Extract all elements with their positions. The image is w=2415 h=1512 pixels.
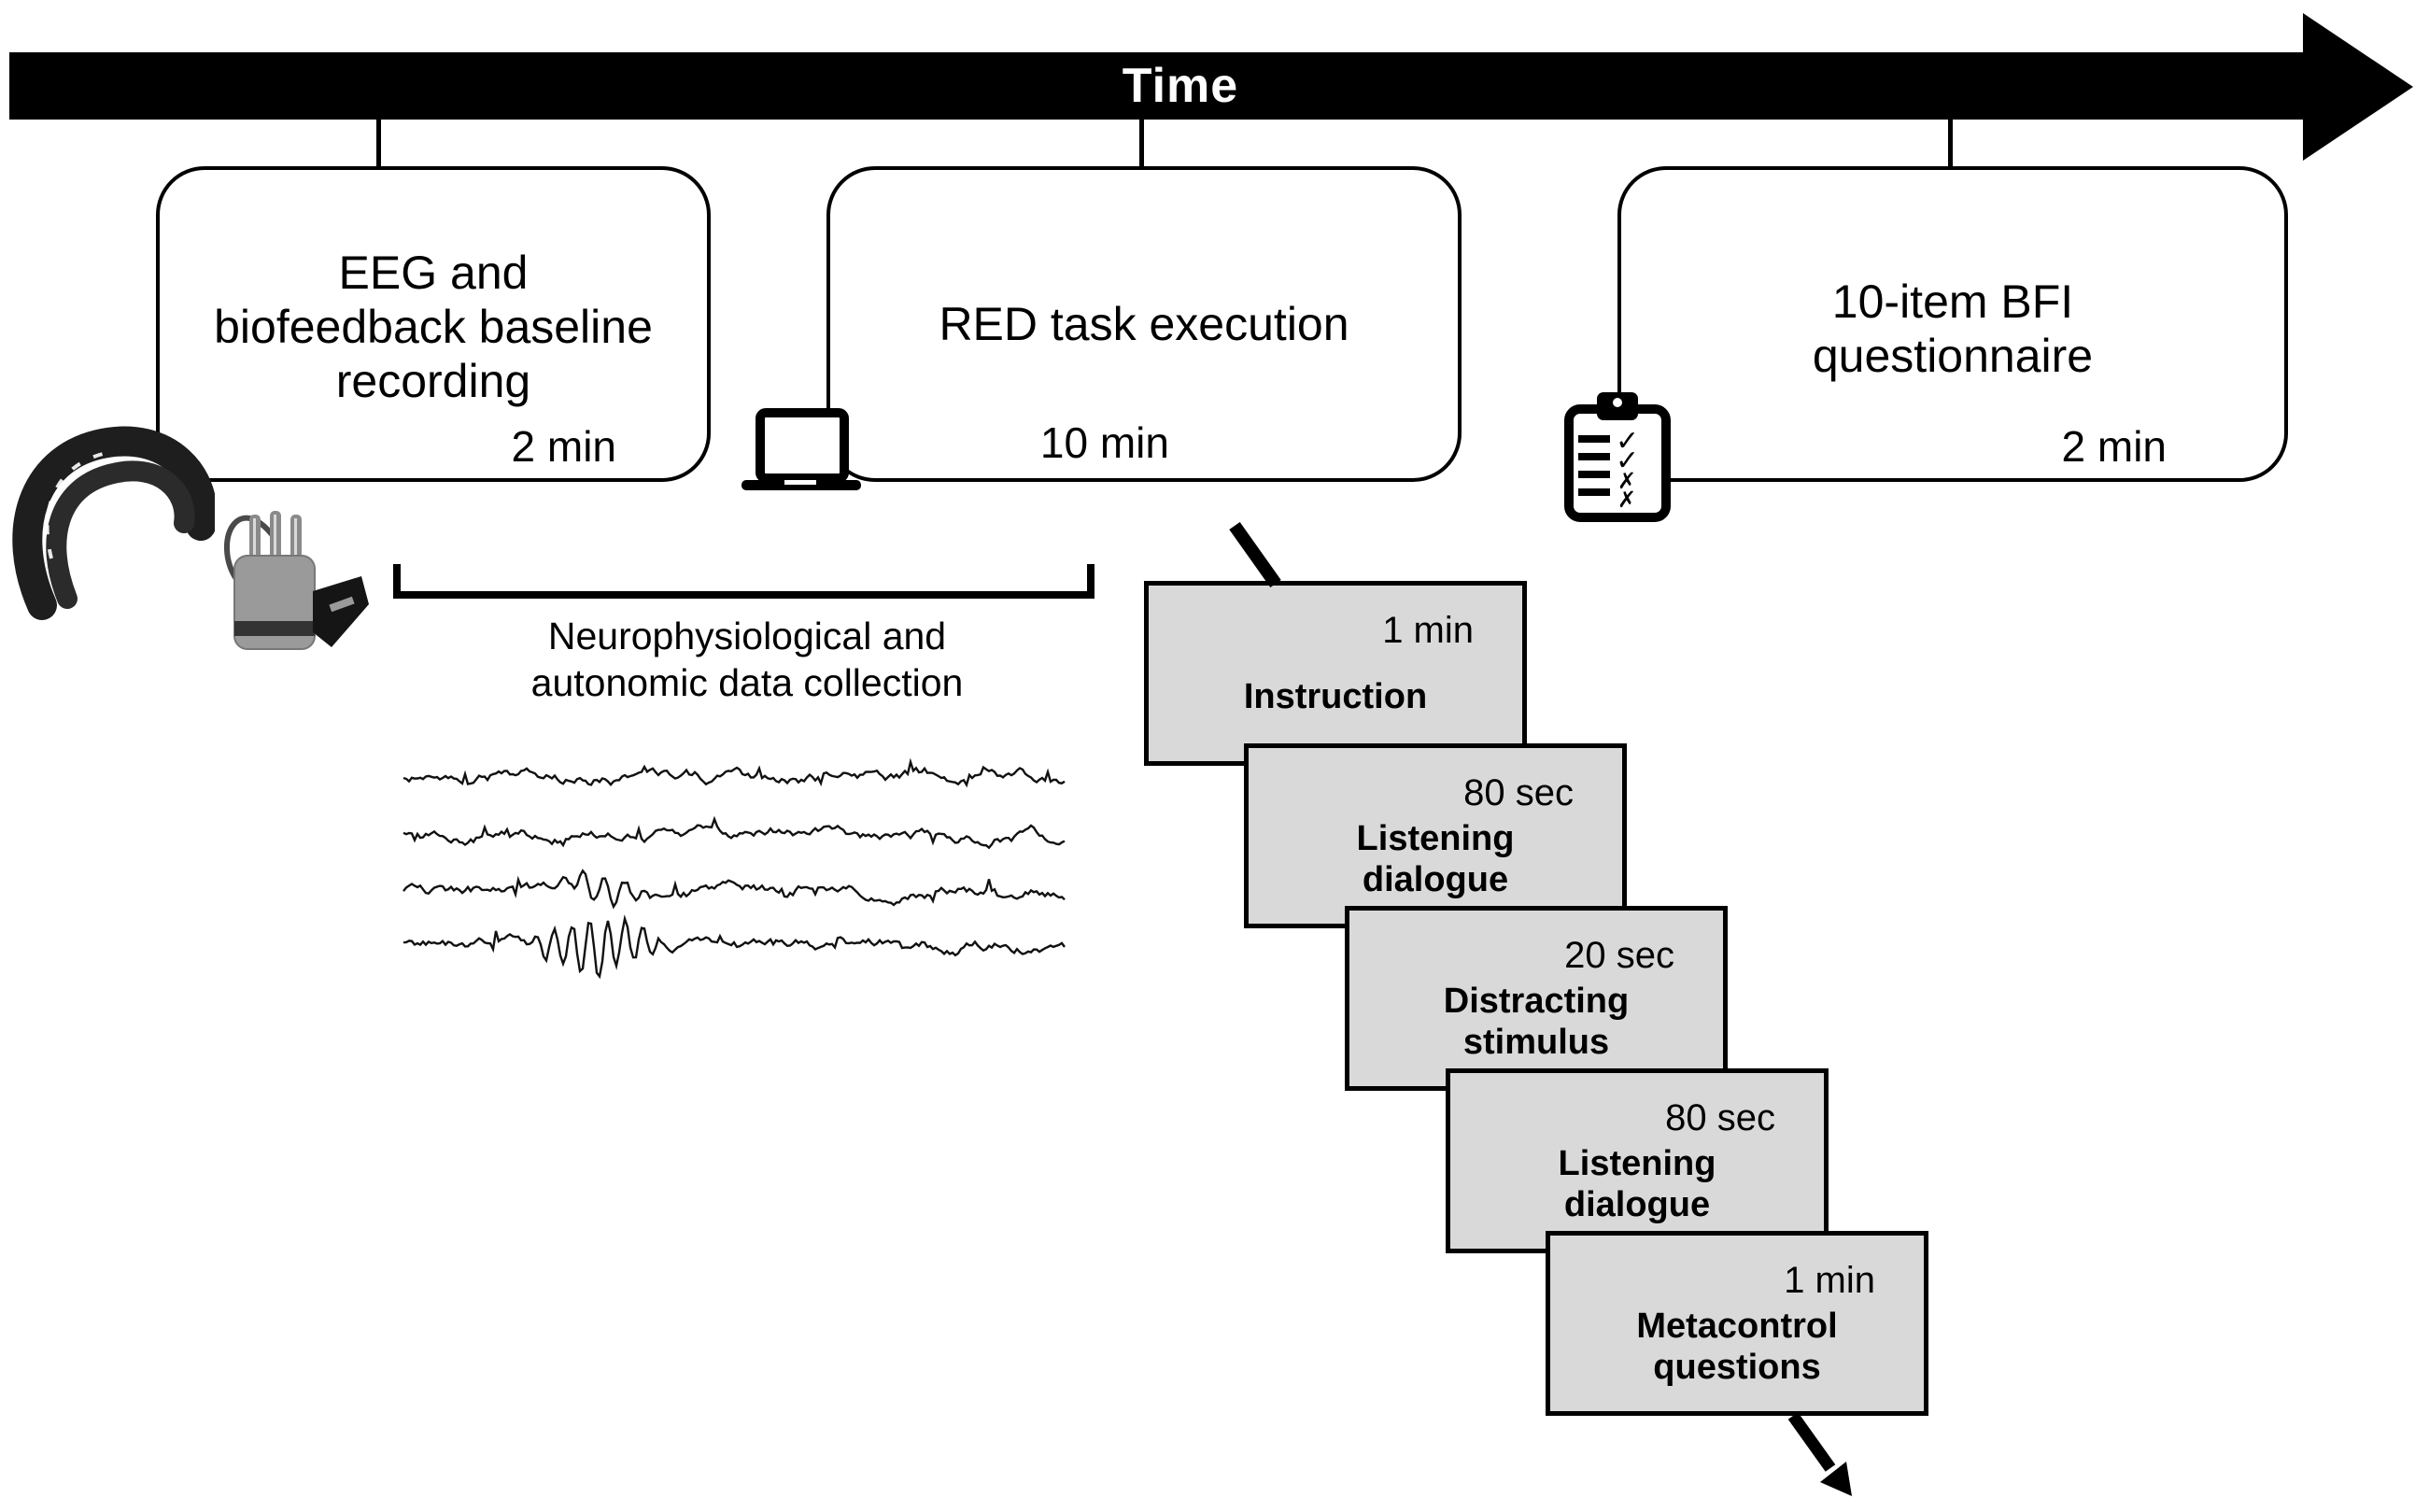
step-duration: 20 sec: [1564, 935, 1674, 976]
phase-duration: 10 min: [1039, 418, 1169, 467]
step-box-metacontrol-questions: 1 min Metacontrol questions: [1546, 1231, 1928, 1416]
step-exit-arrow-icon: [1787, 1412, 1852, 1496]
phase-box-bfi-questionnaire: 10-item BFI questionnaire: [1617, 166, 2288, 482]
eeg-headset-icon: [12, 426, 215, 620]
step-duration: 80 sec: [1665, 1097, 1775, 1138]
eeg-trace: [402, 869, 1066, 910]
eeg-waveforms: [402, 757, 1066, 980]
eeg-trace: [402, 815, 1066, 850]
phase-box-baseline-recording: EEG and biofeedback baseline recording: [156, 166, 711, 482]
connector-tick-phase-3: [1948, 118, 1953, 167]
bracket-icon: [393, 564, 1095, 599]
timeline-title: Time: [1122, 59, 1239, 113]
step-label: Listening dialogue: [1356, 819, 1515, 899]
timeline-bar: Time: [9, 52, 2305, 120]
eeg-trace: [402, 914, 1066, 980]
step-label: Listening dialogue: [1558, 1144, 1716, 1224]
svg-text:✗: ✗: [1617, 487, 1636, 513]
phase-box-red-task: RED task execution: [826, 166, 1462, 482]
phase-title: 10-item BFI questionnaire: [1812, 276, 2094, 382]
svg-text:✓: ✓: [1616, 425, 1639, 458]
step-duration: 1 min: [1382, 610, 1474, 651]
laptop-icon: [741, 408, 861, 490]
step-entry-connector-line: [1229, 521, 1281, 588]
step-box-listening-dialogue-1: 80 sec Listening dialogue: [1244, 743, 1627, 928]
timeline-arrowhead-icon: [2303, 13, 2413, 161]
step-duration: 80 sec: [1463, 772, 1574, 813]
svg-text:✓: ✓: [1616, 445, 1639, 477]
eeg-trace: [402, 757, 1066, 788]
step-duration: 1 min: [1784, 1260, 1875, 1301]
connector-tick-phase-2: [1139, 118, 1144, 167]
connector-tick-phase-1: [376, 118, 381, 167]
step-label: Metacontrol questions: [1636, 1307, 1838, 1387]
clipboard-checklist-icon: ✓ ✓ ✗ ✗: [1564, 392, 1671, 522]
step-box-instruction: 1 min Instruction: [1144, 581, 1527, 766]
phase-duration: 2 min: [511, 422, 616, 471]
step-label: Instruction: [1243, 677, 1428, 716]
step-label: Distracting stimulus: [1443, 982, 1630, 1062]
bracket-caption: Neurophysiological and autonomic data co…: [530, 615, 964, 704]
step-box-listening-dialogue-2: 80 sec Listening dialogue: [1446, 1068, 1829, 1253]
phase-title: EEG and biofeedback baseline recording: [214, 247, 653, 407]
phase-duration: 2 min: [2061, 422, 2167, 471]
phase-title: RED task execution: [939, 298, 1349, 350]
svg-text:✗: ✗: [1617, 468, 1636, 494]
biofeedback-sensor-icon: [224, 511, 369, 650]
step-box-distracting-stimulus: 20 sec Distracting stimulus: [1345, 906, 1728, 1091]
